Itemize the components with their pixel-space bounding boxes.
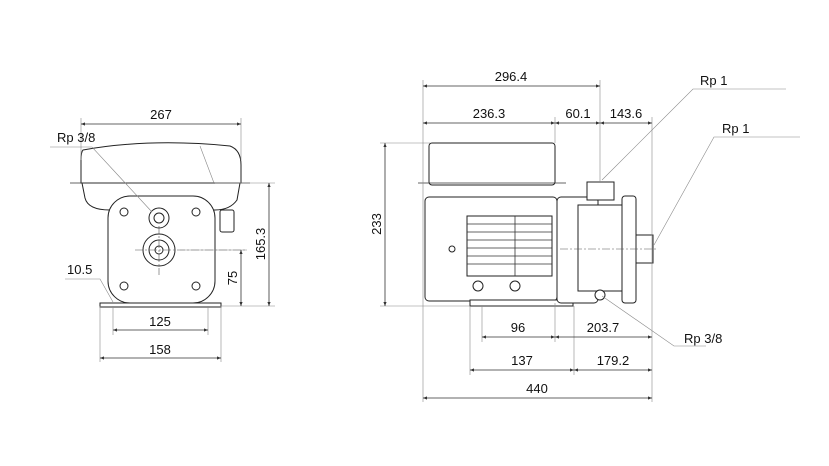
cable-gland <box>219 209 235 233</box>
dim-96: 96 <box>511 320 525 335</box>
label-rp-3-8-side: Rp 3/8 <box>57 130 95 145</box>
dim-60-1: 60.1 <box>565 106 590 121</box>
dim-440: 440 <box>526 381 548 396</box>
dim-203-7: 203.7 <box>587 320 620 335</box>
base-feet <box>99 302 222 308</box>
dim-236-3: 236.3 <box>473 106 506 121</box>
pump-sleeve <box>577 204 624 292</box>
outlet-port <box>586 181 615 201</box>
control-box <box>80 142 242 184</box>
dim-75: 75 <box>225 271 240 285</box>
label-rp-1-outlet: Rp 1 <box>700 73 727 88</box>
dim-165-3: 165.3 <box>253 228 268 261</box>
drain-plug-front <box>594 289 606 301</box>
dim-267: 267 <box>150 107 172 122</box>
label-10-5: 10.5 <box>67 262 92 277</box>
dim-143-6: 143.6 <box>610 106 643 121</box>
dim-158: 158 <box>149 342 171 357</box>
motor-fan-cover <box>428 142 556 186</box>
dim-296-4: 296.4 <box>495 69 528 84</box>
dim-125: 125 <box>149 314 171 329</box>
label-rp-1-inlet: Rp 1 <box>722 121 749 136</box>
front-view: 296.4 236.3 60.1 143.6 233 96 203.7 137 … <box>369 69 800 402</box>
dim-233: 233 <box>369 213 384 235</box>
pump-flange <box>621 195 637 304</box>
dim-137: 137 <box>511 353 533 368</box>
label-rp-3-8-front: Rp 3/8 <box>684 331 722 346</box>
dim-179-2: 179.2 <box>597 353 630 368</box>
side-view: 267 165.3 75 125 158 10.5 Rp 3/8 <box>50 107 275 362</box>
cooling-fins <box>467 216 552 276</box>
